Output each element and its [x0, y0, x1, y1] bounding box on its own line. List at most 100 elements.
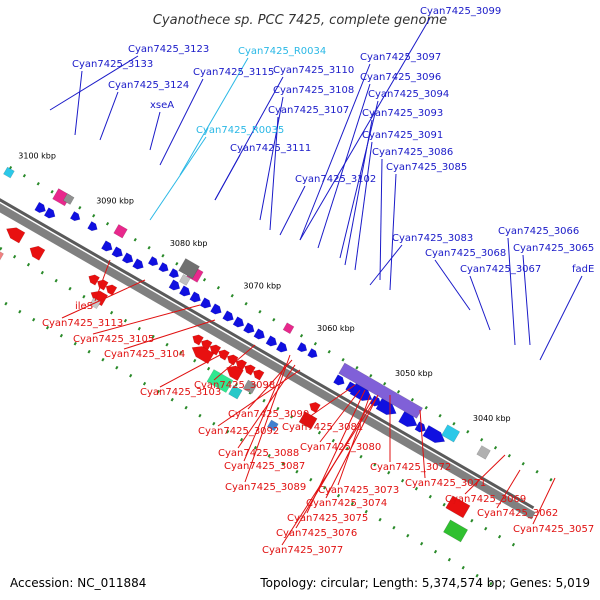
- gene-label: Cyan7425_3097: [360, 52, 441, 63]
- cds-forward: [178, 285, 191, 297]
- label-connector: [94, 259, 111, 302]
- label-connector: [301, 384, 356, 423]
- cds-forward: [210, 303, 222, 315]
- label-connector: [74, 70, 83, 136]
- label-connector: [299, 17, 431, 241]
- topology-label: Topology: circular; Length: 5,374,574 bp…: [260, 576, 590, 590]
- label-connector: [317, 83, 371, 249]
- gene-label: Cyan7425_3088: [218, 448, 299, 459]
- label-connector: [469, 275, 491, 331]
- label-connector: [49, 55, 139, 111]
- label-connector: [344, 119, 373, 266]
- gene-label: Cyan7425_3074: [306, 498, 387, 509]
- cds-forward: [111, 246, 123, 258]
- gene-label: Cyan7425_3123: [128, 44, 209, 55]
- cds-reverse: [244, 364, 256, 376]
- label-connector: [243, 364, 286, 462]
- label-connector: [522, 254, 531, 346]
- label-connector: [214, 76, 284, 201]
- feature-box: [0, 243, 4, 267]
- cds-forward: [243, 322, 255, 334]
- kbp-tick-label: 3050 kbp: [395, 369, 433, 378]
- label-connector: [354, 141, 373, 271]
- cds-forward: [101, 240, 113, 252]
- cds-forward: [121, 252, 134, 264]
- cds-reverse-large: [226, 365, 244, 382]
- feature-box: [178, 274, 191, 286]
- rna-feature: [441, 424, 461, 443]
- gene-label: Cyan7425_3077: [262, 545, 343, 556]
- gene-label: Cyan7425_3113: [42, 318, 123, 329]
- label-connector: [464, 454, 506, 495]
- label-connector: [434, 259, 471, 311]
- gene-label: Cyan7425_3124: [108, 80, 189, 91]
- gene-label: Cyan7425_3066: [498, 226, 579, 237]
- label-connector: [159, 78, 204, 166]
- label-connector: [99, 91, 119, 141]
- label-connector: [159, 354, 221, 388]
- cds-forward: [307, 348, 318, 359]
- cds-forward: [222, 310, 234, 322]
- gene-label: Cyan7425_3092: [198, 426, 279, 437]
- feature-box: [62, 193, 75, 205]
- label-connector: [339, 100, 379, 259]
- gene-label: Cyan7425_3076: [276, 528, 357, 539]
- gene-label: Cyan7425_3089: [225, 482, 306, 493]
- cds-reverse: [218, 349, 230, 361]
- feature-box: [445, 495, 471, 519]
- gene-label: ileS: [75, 301, 93, 312]
- label-connector: [319, 389, 361, 443]
- cds-forward-large: [375, 398, 397, 416]
- rna-operon: [443, 519, 469, 543]
- inner-tick-track-2: [0, 298, 495, 587]
- gene-label: Cyan7425_3108: [273, 85, 354, 96]
- cds-forward: [87, 221, 98, 232]
- label-connector: [539, 275, 583, 361]
- gene-label: Cyan7425_3107: [268, 105, 349, 116]
- kbp-tick-label: 3040 kbp: [473, 414, 511, 423]
- gene-label: Cyan7425_3096: [360, 72, 441, 83]
- label-connector: [281, 399, 376, 546]
- cds-reverse: [252, 369, 265, 381]
- gene-label: Cyan7425_3090: [228, 409, 309, 420]
- cds-reverse: [192, 334, 204, 346]
- label-connector: [244, 354, 291, 483]
- gene-label: Cyan7425_3080: [300, 442, 381, 453]
- cds-forward-large: [398, 411, 418, 428]
- cds-forward: [265, 335, 278, 347]
- cds-forward: [253, 328, 265, 340]
- feature-box: [113, 224, 128, 239]
- gene-label: fadE: [572, 264, 594, 275]
- gene-label: Cyan7425_3094: [368, 89, 449, 100]
- cds-reverse-large: [6, 227, 26, 244]
- label-connector: [237, 364, 296, 449]
- cds-forward: [132, 258, 144, 270]
- label-connector: [369, 244, 403, 286]
- feature-box: [282, 322, 295, 335]
- gene-label: Cyan7425_3081: [282, 422, 363, 433]
- gene-label: Cyan7425_3062: [477, 508, 558, 519]
- gene-label: Cyan7425_3068: [425, 248, 506, 259]
- feature-box: [476, 445, 491, 460]
- cds-forward: [333, 374, 345, 386]
- gene-label: Cyan7425_3085: [386, 162, 467, 173]
- cds-reverse-large: [90, 290, 109, 307]
- cds-forward: [69, 211, 81, 222]
- kbp-tick-label: 3090 kbp: [96, 196, 134, 205]
- inner-tick-track-1: [0, 246, 517, 548]
- label-connector: [213, 344, 256, 381]
- label-connector: [379, 158, 383, 281]
- label-connector: [279, 185, 306, 236]
- label-connector: [123, 319, 216, 350]
- cds-reverse: [88, 274, 100, 286]
- rna-operon: [228, 385, 243, 400]
- genome-backbone: [0, 203, 536, 520]
- cds-forward: [43, 207, 56, 219]
- gene-label: Cyan7425_3103: [140, 387, 221, 398]
- gene-label: Cyan7425_3133: [72, 59, 153, 70]
- label-connector: [149, 111, 161, 151]
- label-connector: [299, 63, 371, 241]
- feature-box: [267, 419, 279, 432]
